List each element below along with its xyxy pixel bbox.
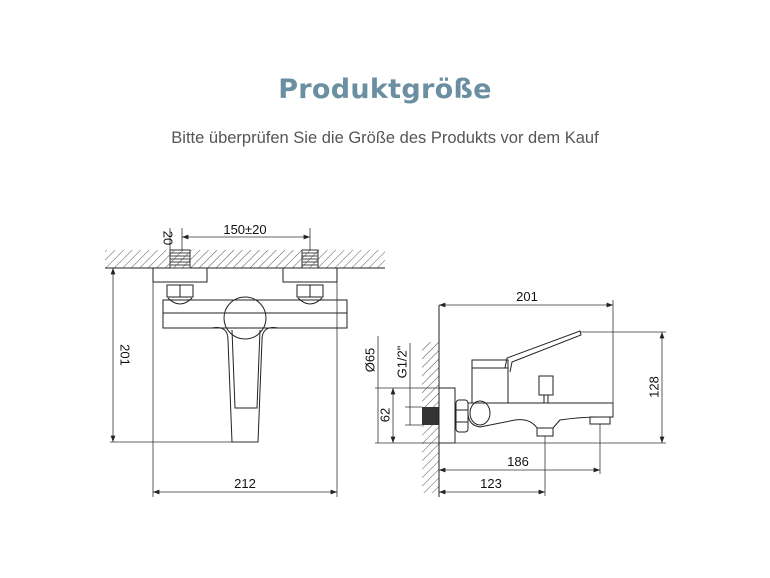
inlet-thread-left (169, 249, 191, 269)
dim-front-width: 212 (234, 476, 256, 491)
inlet-thread-right (301, 249, 319, 269)
front-view: 20 150±20 201 212 (105, 222, 385, 497)
dim-escutcheon-diameter: Ø65 (362, 348, 377, 373)
side-view: 201 128 186 123 62 Ø65 G1/2" (362, 289, 666, 497)
page-title: Produktgröße (278, 74, 492, 105)
dim-side-height: 128 (646, 376, 661, 398)
dim-thread-length: 20 (161, 231, 176, 245)
dim-front-height: 201 (118, 344, 133, 366)
dim-outlet-1: 123 (480, 476, 502, 491)
dim-outlet-2: 186 (507, 454, 529, 469)
inlet-thread-side (422, 407, 439, 425)
dim-side-depth: 201 (516, 289, 538, 304)
dim-inlet-spacing: 150±20 (223, 222, 266, 237)
page-subtitle: Bitte überprüfen Sie die Größe des Produ… (171, 129, 599, 147)
wall-hatch (105, 250, 385, 268)
dim-thread-size: G1/2" (394, 345, 409, 378)
dim-escutcheon-height: 62 (377, 408, 392, 422)
